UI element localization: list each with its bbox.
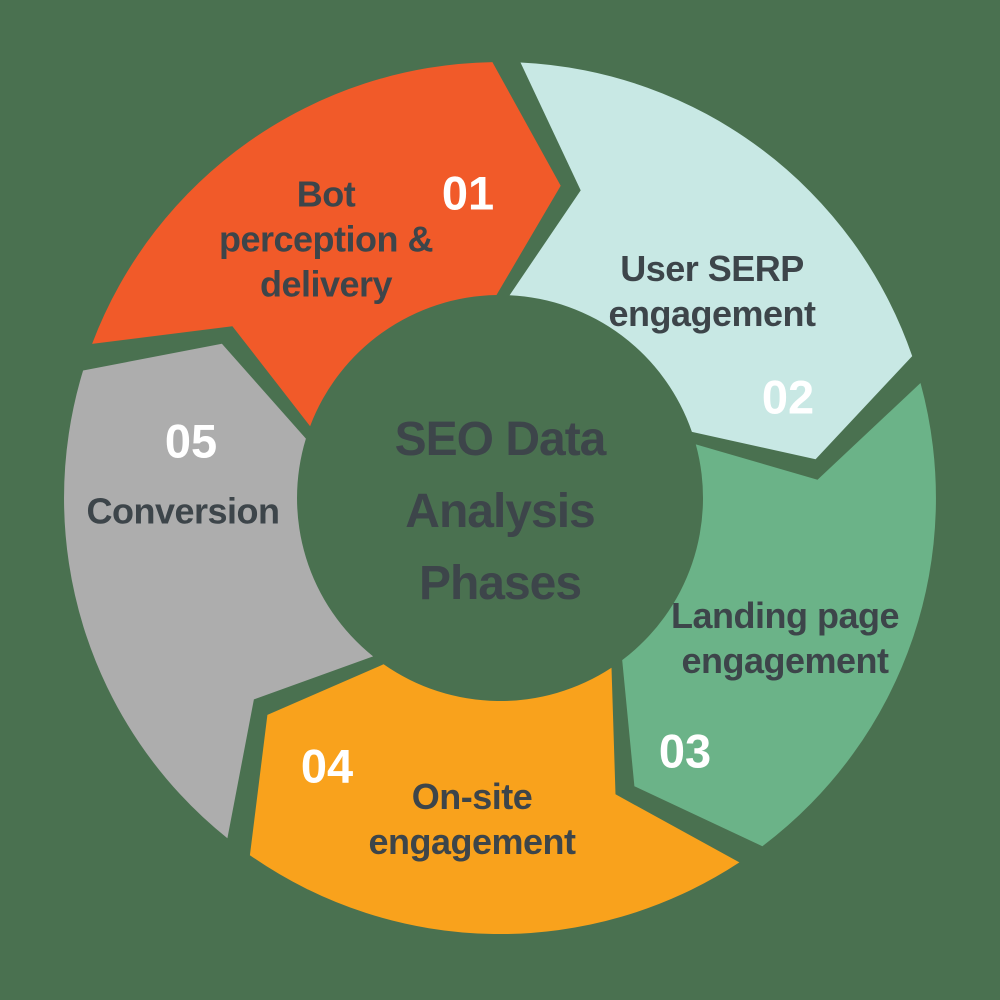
phase-3-number: 03 [658, 724, 712, 778]
phase-1-label-line-3: delivery [259, 263, 393, 305]
phase-5-number: 05 [164, 414, 218, 468]
phase-3-label-line-2: engagement [681, 640, 889, 681]
phase-5-label: Conversion [86, 489, 280, 534]
segment-2-user-serp-arrow [509, 62, 913, 460]
phase-4-label: On-site engagement [368, 774, 576, 864]
phase-4-label-line-1: On-site [411, 776, 533, 817]
title-line-1: SEO Data [394, 413, 607, 466]
segment-3-landing-page-arrow [622, 383, 936, 847]
phase-4-number: 04 [300, 739, 354, 793]
phase-5-label-line-1: Conversion [86, 490, 280, 532]
segment-5-conversion-arrow [64, 343, 374, 839]
phase-2-label: User SERP engagement [608, 246, 816, 336]
phase-1-label-line-1: Bot [296, 173, 356, 215]
diagram-title: SEO Data Analysis Phases [394, 404, 607, 620]
segment-1-bot-perception-arrow [92, 62, 561, 427]
phase-2-label-line-2: engagement [608, 293, 816, 334]
title-line-3: Phases [418, 557, 582, 610]
segment-4-on-site-arrow [249, 664, 740, 935]
phase-1-label-line-2: perception & [218, 218, 434, 260]
phase-1-number: 01 [441, 166, 495, 220]
phase-1-label: Bot perception & delivery [218, 172, 434, 307]
title-line-2: Analysis [405, 485, 595, 538]
phase-2-number: 02 [761, 370, 815, 424]
phase-4-label-line-2: engagement [368, 821, 576, 862]
phase-3-label: Landing page engagement [671, 593, 900, 683]
phase-3-label-line-1: Landing page [671, 595, 900, 636]
phase-2-label-line-1: User SERP [620, 248, 804, 289]
